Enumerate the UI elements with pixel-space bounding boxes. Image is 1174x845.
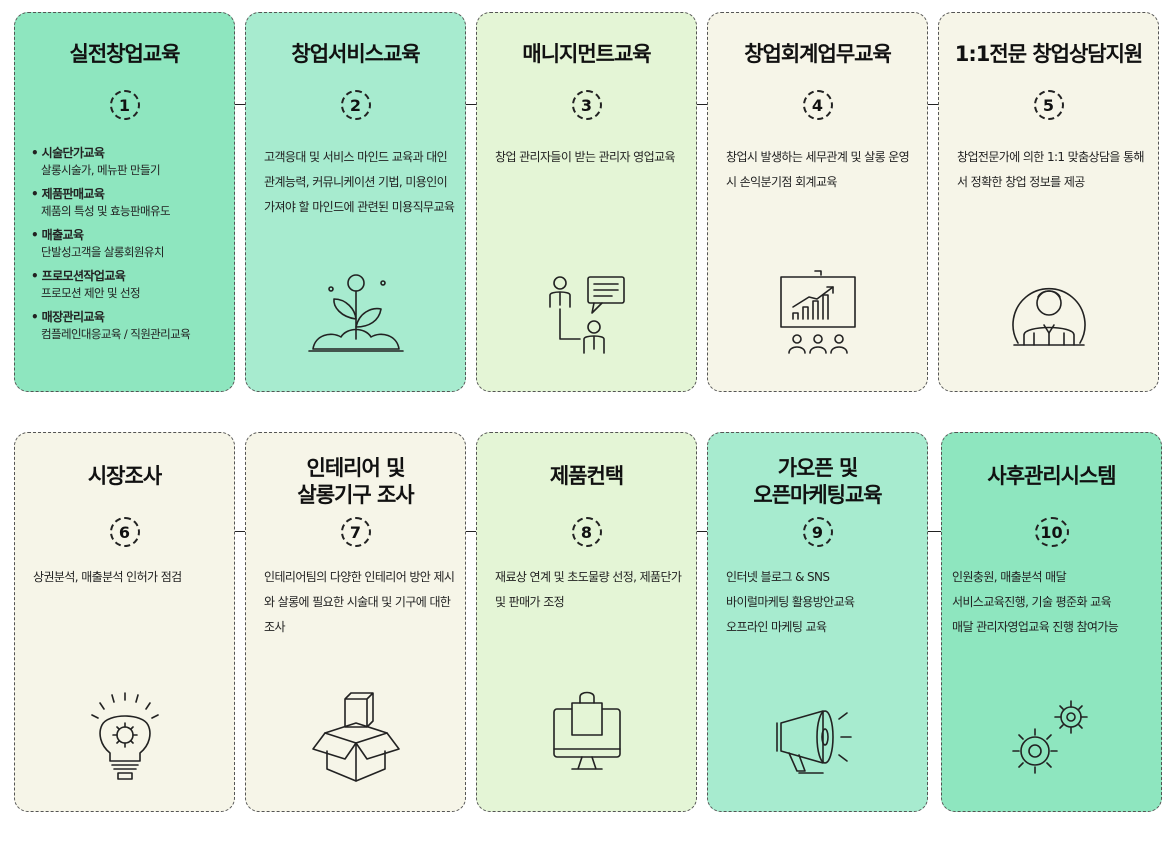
item-text: 제품의 특성 및 효능판매유도 xyxy=(41,204,171,218)
card-title: 1:1전문 창업상담지원 xyxy=(954,42,1144,66)
item-text: 살롱시술가, 메뉴판 만들기 xyxy=(41,163,161,177)
advisor-icon xyxy=(994,269,1104,369)
card-description: 인원충원, 매출분석 매달 서비스교육진행, 기술 평준화 교육 매달 관리자영… xyxy=(952,570,1119,634)
step-number: 5 xyxy=(1033,90,1064,120)
card-2: 창업서비스교육 2 고객응대 및 서비스 마인드 교육과 대인관계능력, 커뮤니… xyxy=(245,12,466,392)
plant-icon xyxy=(301,269,411,369)
step-number: 10 xyxy=(1034,517,1069,547)
card-title: 창업회계업무교육 xyxy=(744,42,892,66)
card-4: 창업회계업무교육 4 창업시 발생하는 세무관계 및 살롱 운영 시 손익분기점… xyxy=(707,12,928,392)
item-heading: 매출교육 xyxy=(31,227,230,244)
card-description: 창업시 발생하는 세무관계 및 살롱 운영 시 손익분기점 회계교육 xyxy=(726,150,910,189)
card-9: 가오픈 및 오픈마케팅교육 9 인터넷 블로그 & SNS 바이럴마케팅 활용방… xyxy=(707,432,928,812)
step-number: 4 xyxy=(802,90,833,120)
step-number: 1 xyxy=(109,90,140,120)
item-text: 단발성고객을 살롱회원유치 xyxy=(41,245,164,259)
consulting-icon xyxy=(532,269,642,369)
item-heading: 시술단가교육 xyxy=(31,145,230,162)
item-heading: 제품판매교육 xyxy=(31,186,230,203)
card-title: 시장조사 xyxy=(87,464,162,488)
item-heading: 프로모션작업교육 xyxy=(31,268,230,285)
card-description: 창업전문가에 의한 1:1 맞춤상담을 통해서 정확한 창업 정보를 제공 xyxy=(957,150,1145,189)
card-8: 제품컨택 8 재료상 연계 및 초도물량 선정, 제품단가 및 판매가 조정 xyxy=(476,432,697,812)
card-10: 사후관리시스템 10 인원충원, 매출분석 매달 서비스교육진행, 기술 평준화… xyxy=(941,432,1162,812)
step-number: 8 xyxy=(571,517,602,547)
presentation-icon xyxy=(763,269,873,369)
card-title: 사후관리시스템 xyxy=(987,464,1116,488)
box-icon xyxy=(301,689,411,789)
step-number: 6 xyxy=(109,517,140,547)
card-description: 고객응대 및 서비스 마인드 교육과 대인관계능력, 커뮤니케이션 기법, 미용… xyxy=(264,150,455,214)
step-number: 9 xyxy=(802,517,833,547)
item-text: 프로모션 제안 및 선정 xyxy=(41,286,141,300)
card-title: 실전창업교육 xyxy=(69,42,181,66)
card-description: 인터넷 블로그 & SNS 바이럴마케팅 활용방안교육 오프라인 마케팅 교육 xyxy=(726,570,855,634)
card-6: 시장조사 6 상권분석, 매출분석 인허가 점검 xyxy=(14,432,235,812)
item-text: 컴플레인대응교육 / 직원관리교육 xyxy=(41,327,191,341)
card-title: 제품컨택 xyxy=(549,464,624,488)
card-description: 재료상 연계 및 초도물량 선정, 제품단가 및 판매가 조정 xyxy=(495,570,682,609)
card-title: 매니지먼트교육 xyxy=(522,42,651,66)
card-title: 가오픈 및 오픈마케팅교육 xyxy=(753,456,882,507)
item-heading: 매장관리교육 xyxy=(31,309,230,326)
lightbulb-icon xyxy=(70,689,180,789)
card-description: 인테리어팀의 다양한 인테리어 방안 제시와 살롱에 필요한 시술대 및 기구에… xyxy=(264,570,455,634)
step-number: 7 xyxy=(340,517,371,547)
monitor-shopping-icon xyxy=(532,689,642,789)
card-description: 상권분석, 매출분석 인허가 점검 xyxy=(33,570,182,584)
step-number: 3 xyxy=(571,90,602,120)
card-7: 인테리어 및 살롱기구 조사 7 인테리어팀의 다양한 인테리어 방안 제시와 … xyxy=(245,432,466,812)
card-title: 인테리어 및 살롱기구 조사 xyxy=(297,456,414,507)
card-5: 1:1전문 창업상담지원 5 창업전문가에 의한 1:1 맞춤상담을 통해서 정… xyxy=(938,12,1159,392)
step-number: 2 xyxy=(340,90,371,120)
card-description: 창업 관리자들이 받는 관리자 영업교육 xyxy=(495,150,676,164)
card-title: 창업서비스교육 xyxy=(291,42,420,66)
gears-icon xyxy=(997,689,1107,789)
card-3: 매니지먼트교육 3 창업 관리자들이 받는 관리자 영업교육 xyxy=(476,12,697,392)
megaphone-icon xyxy=(763,689,873,789)
